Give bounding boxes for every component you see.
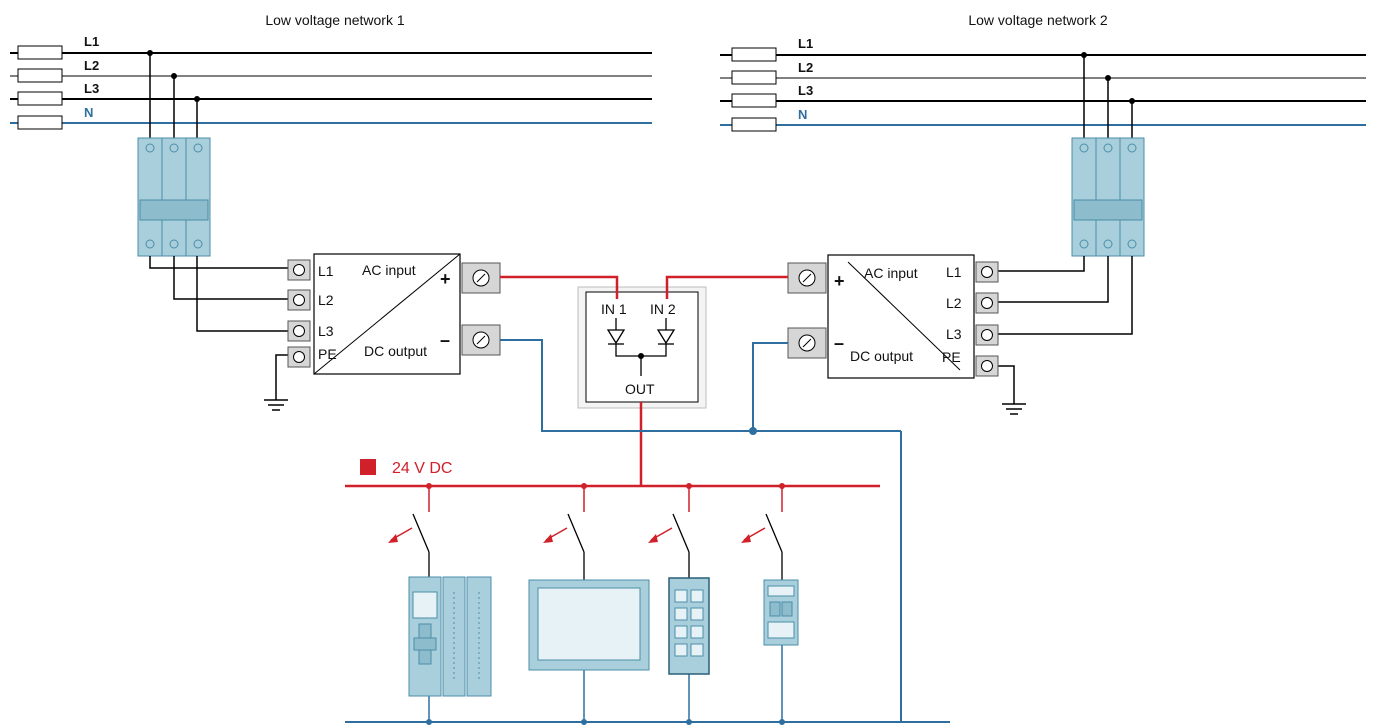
psu1-ac-input-label: AC input [362, 262, 416, 278]
psu2-dc-output-label: DC output [850, 348, 913, 364]
psu1-label-l3: L3 [318, 323, 334, 339]
psu2-label-l1: L1 [946, 264, 962, 280]
network1-l2-label: L2 [84, 58, 99, 73]
power-supply-2: L1 L2 L3 PE AC input DC output + – [787, 254, 999, 379]
psu1-terminal-minus [461, 324, 501, 356]
redundancy-out-label: OUT [625, 381, 655, 397]
dc-bus-indicator [360, 459, 376, 475]
network2-fuses [731, 47, 777, 132]
positive-wiring [345, 275, 880, 488]
redundancy-in2-label: IN 2 [650, 301, 676, 317]
network2-l2-label: L2 [798, 60, 813, 75]
dc-bus-label: 24 V DC [392, 460, 452, 477]
network1-fuses [17, 45, 63, 130]
network2-busbars [720, 54, 1366, 126]
psu1-terminal-pe [287, 346, 311, 368]
load-branch-plc [388, 483, 432, 725]
psu2-ac-wiring [996, 256, 1133, 415]
load-branch-hmi [543, 483, 587, 725]
diode-1-icon [606, 318, 641, 357]
redundancy-in1-label: IN 1 [601, 301, 627, 317]
motor-starter-icon [763, 579, 799, 646]
psu1-label-l2: L2 [318, 292, 334, 308]
psu1-terminal-l1 [287, 259, 311, 281]
circuit-breaker-1 [137, 137, 211, 257]
psu1-label-pe: PE [318, 346, 337, 362]
psu2-label-l2: L2 [946, 295, 962, 311]
psu1-label-l1: L1 [318, 263, 334, 279]
psu2-label-l3: L3 [946, 326, 962, 342]
redundancy-module: IN 1 IN 2 OUT [577, 286, 707, 409]
psu1-minus-sign: – [440, 330, 450, 350]
psu2-terminal-plus [787, 262, 827, 294]
psu2-terminal-l3 [975, 324, 999, 346]
network2-breaker-feeds [1081, 52, 1135, 140]
hmi-panel-icon [528, 579, 650, 671]
network1-n-label: N [84, 105, 93, 120]
psu2-ac-input-label: AC input [864, 265, 918, 281]
network2-title: Low voltage network 2 [968, 12, 1108, 28]
network1-title: Low voltage network 1 [265, 12, 405, 28]
psu1-ac-wiring [149, 256, 292, 411]
psu2-terminal-l1 [975, 261, 999, 283]
psu2-minus-sign: – [834, 333, 844, 353]
psu2-plus-sign: + [834, 271, 845, 291]
psu1-terminal-l2 [287, 289, 311, 311]
psu1-plus-sign: + [440, 269, 451, 289]
circuit-breaker-2 [1071, 137, 1145, 257]
network2-n-label: N [798, 107, 807, 122]
plc-controller-icon [408, 576, 492, 697]
load-branch-io [648, 483, 692, 725]
psu1-dc-output-label: DC output [364, 343, 427, 359]
io-module-icon [668, 577, 710, 675]
power-supply-1: L1 L2 L3 PE AC input DC output + – [287, 253, 501, 375]
network2-l1-label: L1 [798, 36, 813, 51]
network1-l1-label: L1 [84, 34, 99, 49]
load-branch-starter [741, 483, 785, 725]
psu2-terminal-l2 [975, 292, 999, 314]
psu2-terminal-minus [787, 327, 827, 359]
negative-wiring [345, 339, 950, 723]
psu2-label-pe: PE [942, 349, 961, 365]
network1-l3-label: L3 [84, 81, 99, 96]
psu1-terminal-l3 [287, 320, 311, 342]
psu2-terminal-pe [975, 355, 999, 377]
psu1-terminal-plus [461, 262, 501, 294]
diode-2-icon [641, 318, 676, 357]
network1-breaker-feeds [147, 50, 200, 140]
network1-busbars [10, 52, 652, 124]
network2-l3-label: L3 [798, 83, 813, 98]
